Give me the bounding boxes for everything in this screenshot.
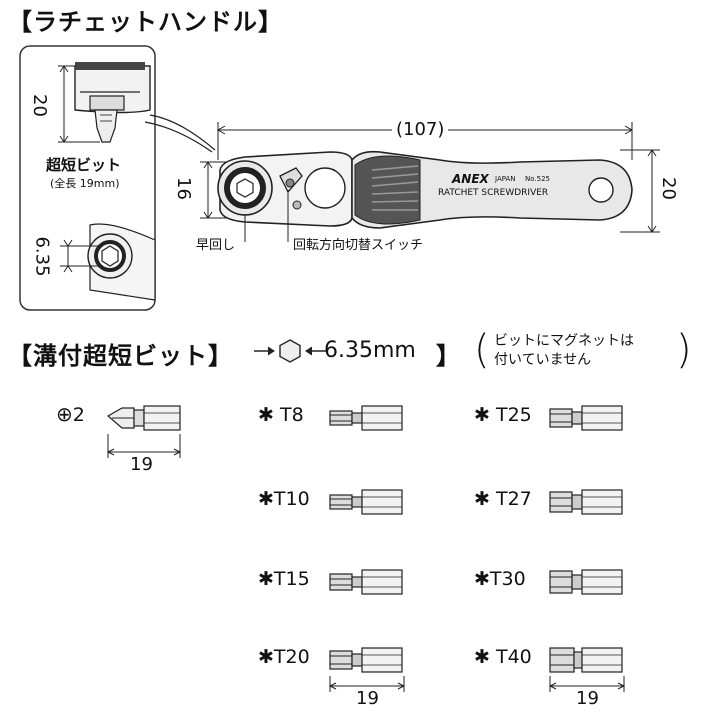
- bit-name: T25: [495, 404, 532, 426]
- bit-name: T10: [273, 488, 310, 510]
- hex-icon: [279, 339, 301, 363]
- bit-item-t15: ✱T15: [258, 568, 310, 590]
- bit-item-t10: ✱T10: [258, 488, 310, 510]
- bits-section-title: 【溝付超短ビット】: [8, 342, 233, 370]
- torx-icon: ✱: [474, 646, 490, 668]
- hex-size-label: 6.35: [31, 236, 53, 277]
- origin-label: JAPAN: [495, 175, 516, 183]
- bit-name: 2: [72, 404, 85, 426]
- bit-name: T15: [273, 568, 310, 590]
- torx-bit-drawing-t25: [549, 405, 623, 431]
- bit-name: T40: [495, 646, 532, 668]
- phillips-bit-drawing: [106, 405, 182, 458]
- inset-frame: [19, 45, 156, 311]
- bit-item-t30: ✱T30: [474, 568, 526, 590]
- bit-item-phillips-2: ⊕2: [56, 402, 85, 426]
- torx-icon: ✱: [258, 404, 274, 426]
- direction-switch-label: 回転方向切替スイッチ: [293, 238, 424, 253]
- overall-length-label: (107): [392, 119, 449, 140]
- bit-name: T30: [489, 568, 526, 590]
- brand-logo: ANEX: [452, 172, 489, 186]
- ratchet-diagram: [19, 45, 660, 311]
- product-name-label: RATCHET SCREWDRIVER: [438, 188, 549, 198]
- short-bit-sub: (全長 19mm): [50, 177, 120, 190]
- torx-bit-drawing-t30: [549, 569, 623, 595]
- torx-icon: ✱: [474, 488, 490, 510]
- torx-icon: ✱: [258, 488, 274, 510]
- quick-turn-label: 早回し: [196, 238, 236, 253]
- bits-close-bracket: 】: [436, 342, 461, 370]
- ratchet-handle-drawing: [217, 150, 633, 229]
- model-label: No.525: [525, 175, 550, 183]
- torx-icon: ✱: [258, 646, 274, 668]
- torx-bit-drawing-t20: [329, 647, 403, 673]
- inset-ratchet-head-drawing: [74, 62, 216, 153]
- torx-bit-drawing-t27: [549, 489, 623, 515]
- bit-name: T27: [495, 488, 532, 510]
- bit-item-t8: ✱ T8: [258, 404, 304, 426]
- bits-hex-size: 6.35mm: [324, 338, 416, 363]
- note-close-paren: ): [676, 327, 692, 373]
- torx-icon: ✱: [258, 568, 274, 590]
- bit-item-t40: ✱ T40: [474, 646, 532, 668]
- height-left-label: 16: [172, 177, 194, 200]
- phillips-icon: ⊕: [56, 402, 73, 426]
- length-dimension-left: [328, 676, 406, 692]
- bit-item-t20: ✱T20: [258, 646, 310, 668]
- height-right-label: 20: [657, 177, 679, 200]
- note-open-paren: (: [474, 327, 490, 373]
- bit-item-t27: ✱ T27: [474, 488, 532, 510]
- bit-name: T20: [273, 646, 310, 668]
- torx-icon: ✱: [474, 568, 490, 590]
- inset-height-label: 20: [28, 94, 50, 117]
- torx-bit-drawing-t15: [329, 569, 403, 595]
- bit-item-t25: ✱ T25: [474, 404, 532, 426]
- length-dimension-right: [548, 676, 626, 692]
- torx-bit-drawing-t8: [329, 405, 403, 431]
- torx-icon: ✱: [474, 404, 490, 426]
- phillips-bit-length: 19: [130, 454, 153, 475]
- ratchet-section-title: 【ラチェットハンドル】: [8, 8, 283, 36]
- torx-bit-drawing-t10: [329, 489, 403, 515]
- torx-bit-drawing-t40: [549, 647, 623, 673]
- hex-size-indicator: [254, 339, 326, 363]
- bit-name: T8: [279, 404, 304, 426]
- note-line-2: 付いていません: [494, 352, 592, 368]
- inset-hex-socket-drawing: [87, 223, 156, 301]
- bit-length-left: 19: [356, 688, 379, 709]
- short-bit-label: 超短ビット: [46, 156, 122, 174]
- bit-length-right: 19: [576, 688, 599, 709]
- note-line-1: ビットにマグネットは: [494, 333, 634, 349]
